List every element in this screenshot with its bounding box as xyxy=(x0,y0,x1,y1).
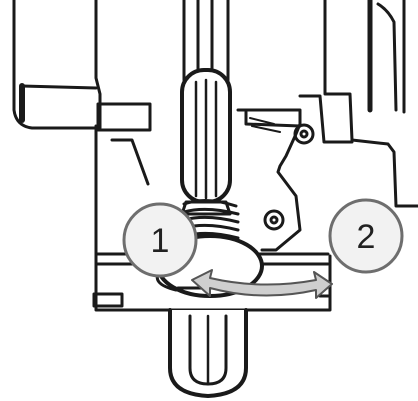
handle-grip xyxy=(180,68,232,216)
central-rod xyxy=(182,0,230,82)
lower-cap xyxy=(168,308,248,398)
callout-1: 1 xyxy=(122,202,198,278)
callout-1-label: 1 xyxy=(151,222,170,260)
callout-2-label: 2 xyxy=(357,218,376,256)
callout-2: 2 xyxy=(328,198,404,274)
double-headed-curved-arrow-icon xyxy=(191,269,333,299)
right-housing xyxy=(298,0,418,208)
pivot-lever xyxy=(236,108,315,252)
